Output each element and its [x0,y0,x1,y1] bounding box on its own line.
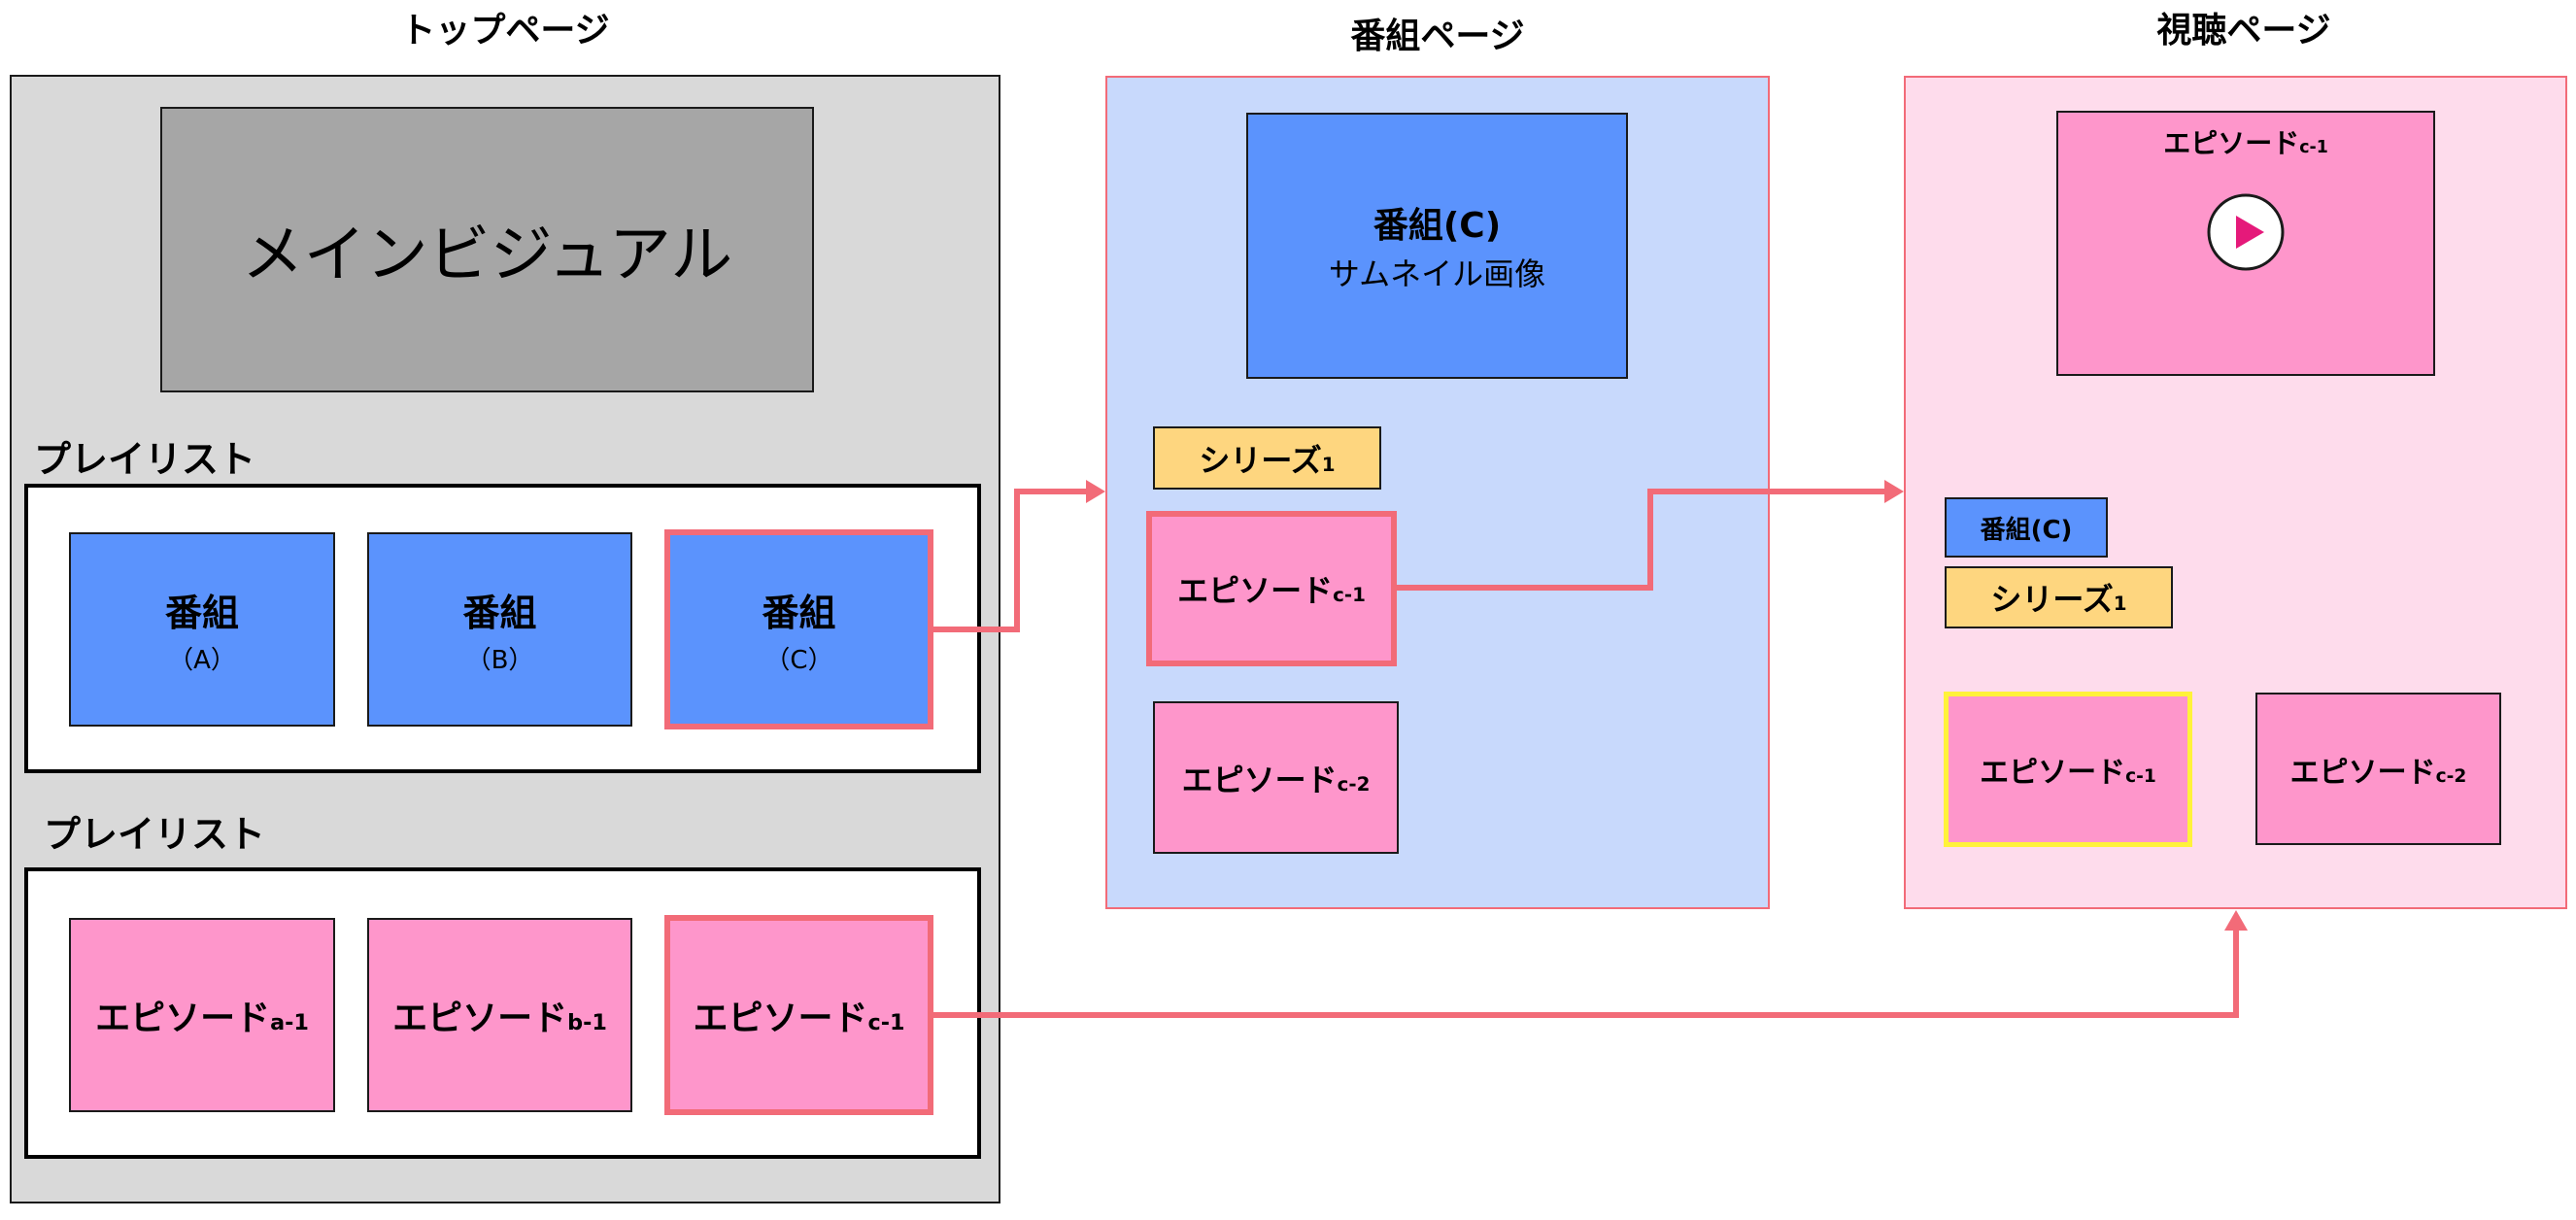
program-episode-c2[interactable]: エピソードc-2 [1153,701,1399,854]
playlist-2-label: プレイリスト [44,813,266,856]
arrowhead-program-page [1086,480,1105,503]
arrow-program-c-to-program-page [933,489,1090,632]
item-sub: （C） [764,646,833,675]
arrow-episode-c1-to-watch-page [1397,489,1888,591]
item-label: エピソードc-1 [693,999,905,1038]
arrowhead-watch-page-bottom [2224,910,2248,931]
play-icon[interactable] [2206,192,2286,272]
item-main: 番組 [462,592,537,634]
item-sub: （A） [168,646,236,675]
program-thumbnail: 番組(C) サムネイル画像 [1246,113,1628,379]
item-sub: （B） [465,646,534,675]
main-visual: メインビジュアル [160,107,814,392]
title-program-page: 番組ページ [1350,17,1525,56]
title-watch-page: 視聴ページ [2156,11,2331,51]
watch-episode-c1[interactable]: エピソードc-1 [1944,692,2192,847]
playlist-2-item-episode-a1[interactable]: エピソードa-1 [69,918,335,1112]
playlist-1-label: プレイリスト [34,438,256,481]
playlist-1-item-program-a[interactable]: 番組 （A） [69,532,335,727]
program-series-tag[interactable]: シリーズ1 [1153,426,1381,490]
episode-label: エピソードc-2 [1181,761,1371,798]
episode-label: エピソードc-1 [1980,756,2156,790]
item-label: エピソードa-1 [95,999,309,1038]
playlist-2-item-episode-c1[interactable]: エピソードc-1 [664,915,933,1115]
episode-label: エピソードc-1 [1177,572,1366,609]
item-main: 番組 [762,592,836,634]
episode-label: エピソードc-2 [2289,755,2467,790]
playlist-2-item-episode-b1[interactable]: エピソードb-1 [367,918,632,1112]
item-label: エピソードb-1 [392,999,607,1038]
player-title: エピソードc-1 [2163,127,2328,159]
thumbnail-title: 番組(C) [1373,206,1502,246]
playlist-1-item-program-c[interactable]: 番組 （C） [664,529,933,729]
program-tag-label: 番組(C) [1980,515,2073,545]
playlist-1-item-program-b[interactable]: 番組 （B） [367,532,632,727]
main-visual-label: メインビジュアル [241,220,733,291]
arrow-playlist-episode-c1-to-watch-page [933,928,2239,1018]
arrowhead-watch-page-side [1884,480,1904,503]
thumbnail-caption: サムネイル画像 [1328,255,1546,292]
watch-episode-c2[interactable]: エピソードc-2 [2255,693,2501,845]
program-episode-c1[interactable]: エピソードc-1 [1146,511,1397,666]
watch-series-tag[interactable]: シリーズ1 [1945,566,2173,628]
title-top-page: トップページ [400,11,610,51]
series-label: シリーズ1 [1199,441,1336,479]
watch-program-tag[interactable]: 番組(C) [1945,497,2108,558]
series-label: シリーズ1 [1990,581,2127,618]
video-player[interactable]: エピソードc-1 [2056,111,2435,376]
item-main: 番組 [164,592,239,634]
